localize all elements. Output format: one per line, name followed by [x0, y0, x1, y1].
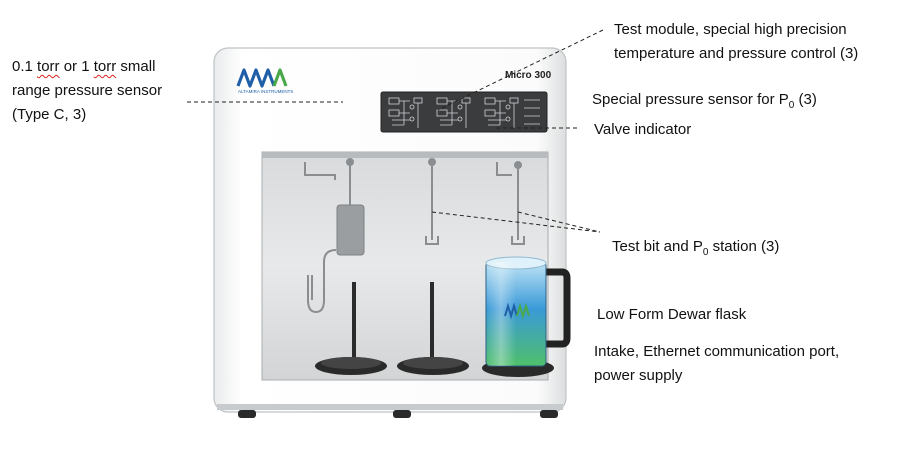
label-sensor-word3: or 1 — [63, 58, 90, 75]
label-ports-line2: power supply — [594, 367, 683, 384]
small-range-pressure-sensor — [336, 204, 365, 256]
label-p0-sensor-sub: 0 — [788, 100, 795, 111]
station-1-post — [352, 282, 356, 358]
label-sensor-word2: torr — [37, 58, 60, 75]
station-2-post — [430, 282, 434, 358]
flask-logo — [504, 302, 530, 320]
label-test-bit-suffix: station (3) — [708, 238, 780, 255]
valve-indicator-panel — [380, 91, 548, 133]
brand-logo-subtext: ALTAMIRA INSTRUMENTS — [238, 89, 293, 94]
label-test-module-line1: Test module, special high precision — [614, 21, 847, 38]
label-p0-sensor-prefix: Special pressure sensor for P — [592, 91, 789, 108]
label-sensor-line2: range pressure sensor — [12, 82, 163, 99]
test-station-1 — [304, 158, 354, 314]
test-station-3 — [496, 161, 525, 245]
label-p0-sensor-suffix: (3) — [794, 91, 817, 108]
test-station-2 — [425, 158, 439, 245]
label-sensor-line3: (Type C, 3) — [12, 106, 87, 123]
label-test-bit-sub: 0 — [702, 247, 709, 258]
label-small-range-pressure-sensor: 0.1 torr or 1 torr small range pressure … — [12, 55, 162, 127]
label-sensor-word4: torr — [93, 58, 117, 75]
label-ports: Intake, Ethernet communication port, pow… — [594, 340, 839, 388]
cabinet-feet — [238, 410, 558, 418]
label-p0-pressure-sensor: Special pressure sensor for P0 (3) — [592, 88, 817, 118]
label-test-bit-prefix: Test bit and P — [612, 238, 703, 255]
label-valve-indicator: Valve indicator — [594, 121, 692, 138]
brand-logo: ALTAMIRA INSTRUMENTS — [236, 68, 293, 94]
label-dewar-flask: Low Form Dewar flask — [597, 306, 747, 323]
label-test-bit-station: Test bit and P0 station (3) — [612, 235, 779, 265]
label-sensor-word5: small — [120, 58, 156, 75]
dewar-flask — [485, 256, 571, 367]
label-ports-line1: Intake, Ethernet communication port, — [594, 343, 840, 360]
label-test-module: Test module, special high precision temp… — [614, 18, 858, 66]
label-test-module-line2: temperature and pressure control (3) — [614, 45, 859, 62]
model-name: Micro 300 — [505, 70, 552, 81]
callout-leader-lines — [187, 29, 604, 233]
label-sensor-line1: 0.1 torr or 1 torr small — [12, 55, 162, 79]
label-sensor-word1: 0.1 — [12, 58, 33, 75]
